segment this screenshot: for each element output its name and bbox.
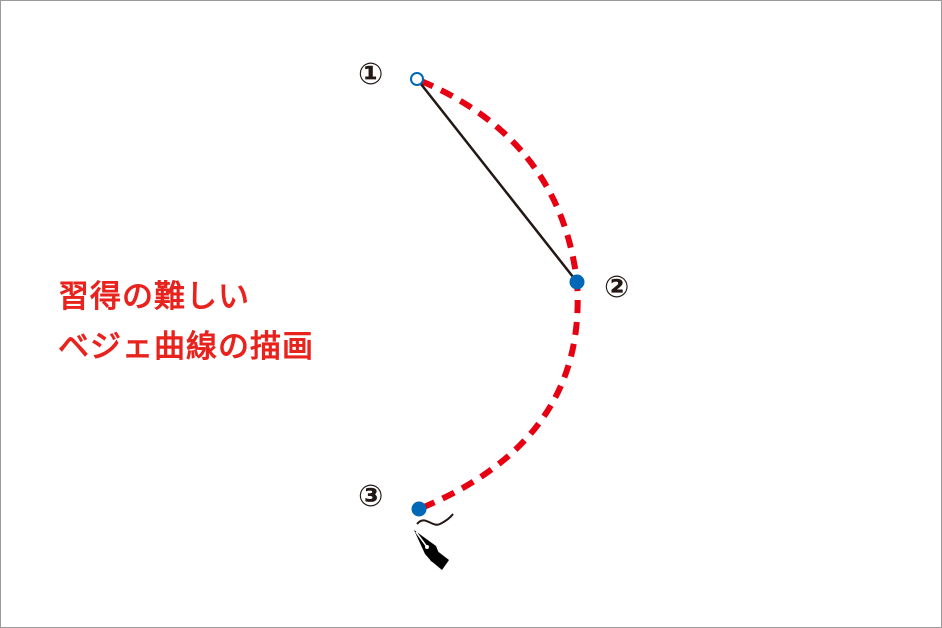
point-label-2: ②: [604, 270, 630, 305]
anchor-point-2[interactable]: [569, 274, 585, 290]
caption-line-1: 習得の難しい: [58, 279, 250, 315]
control-point-1[interactable]: [410, 72, 424, 86]
point-label-1: ①: [358, 57, 384, 92]
handle-line: [416, 78, 578, 283]
caption: 習得の難しい ベジェ曲線の描画: [58, 272, 314, 372]
caption-line-2: ベジェ曲線の描画: [58, 329, 314, 365]
bezier-curve-dashed: [417, 78, 581, 512]
anchor-point-3[interactable]: [411, 501, 427, 517]
point-label-3: ③: [358, 479, 384, 514]
pen-tool-icon: [414, 513, 454, 570]
